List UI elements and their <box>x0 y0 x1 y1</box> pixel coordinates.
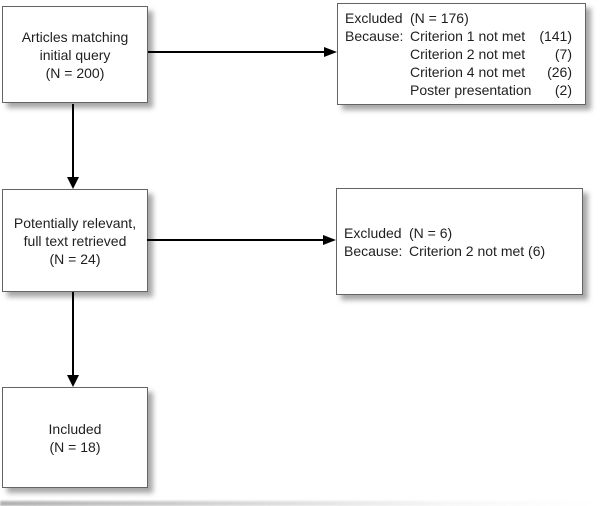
exclusion-reason: (N = 176) <box>410 10 469 26</box>
box-text-line: (N = 200) <box>45 64 105 81</box>
exclusion-reason: (N = 6) <box>409 224 453 241</box>
box-text-line: (N = 24) <box>49 250 101 267</box>
flow-box-excluded-fulltext: Excluded (N = 6) Because: Criterion 2 no… <box>336 188 583 295</box>
arrow-fulltext-to-excluded <box>147 235 336 245</box>
figure-bottom-shadow <box>0 501 600 506</box>
exclusion-row-label <box>345 63 410 81</box>
exclusion-row: Criterion 2 not met (7) <box>345 45 581 63</box>
exclusion-row: Criterion 4 not met (26) <box>345 63 581 81</box>
exclusion-row-label <box>345 81 410 99</box>
exclusion-reason: Criterion 4 not met <box>410 64 526 80</box>
exclusion-row-label: Excluded <box>345 10 403 26</box>
exclusion-count: (26) <box>547 64 572 80</box>
flow-box-included: Included(N = 18) <box>2 387 148 488</box>
box-text-line: Included <box>48 420 102 437</box>
exclusion-reason: Criterion 1 not met <box>410 28 526 44</box>
arrow-initial-to-excluded <box>148 47 337 57</box>
arrow-fulltext-to-included <box>67 292 79 387</box>
exclusion-reason: Criterion 2 not met (6) <box>409 242 546 259</box>
exclusion-row-label: Because: <box>344 242 403 259</box>
exclusion-reason: Criterion 2 not met <box>410 46 526 62</box>
exclusion-row-label <box>345 45 410 63</box>
arrow-initial-to-fulltext <box>67 104 79 189</box>
flow-box-fulltext-retrieved: Potentially relevant,full text retrieved… <box>2 189 148 292</box>
exclusion-reason: Poster presentation <box>410 82 532 98</box>
exclusion-row: Excluded (N = 6) <box>344 224 578 242</box>
box-text-line: full text retrieved <box>23 232 127 249</box>
exclusion-count: (141) <box>539 28 572 44</box>
exclusion-row-label: Because: <box>345 28 404 44</box>
exclusion-row: Poster presentation (2) <box>345 81 581 99</box>
box-text-line: (N = 18) <box>49 438 101 455</box>
exclusion-count: (2) <box>554 82 572 98</box>
exclusion-row-label: Excluded <box>344 224 402 241</box>
exclusion-row: Because: Criterion 1 not met (141) <box>345 27 581 45</box>
box-text-line: Articles matching <box>21 28 129 45</box>
box-text-line: Potentially relevant, <box>13 214 137 231</box>
flow-box-excluded-first-pass: Excluded (N = 176) Because: Criterion 1 … <box>337 3 586 105</box>
box-text-line: initial query <box>39 46 111 63</box>
exclusion-row: Because: Criterion 2 not met (6) <box>344 242 578 260</box>
exclusion-row: Excluded (N = 176) <box>345 9 581 27</box>
exclusion-count: (7) <box>554 46 572 62</box>
